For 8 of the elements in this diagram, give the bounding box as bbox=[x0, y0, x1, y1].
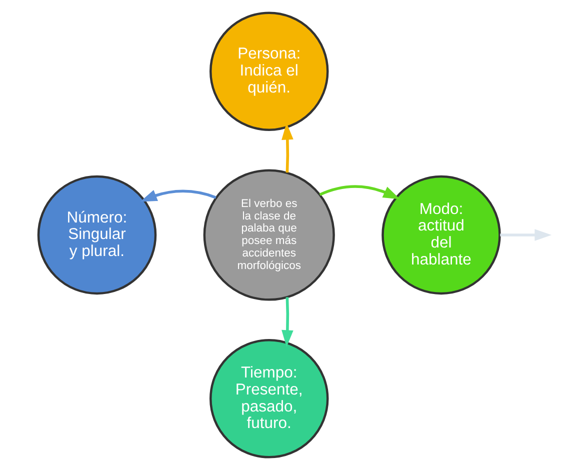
arrow bbox=[319, 185, 400, 200]
node-circle: Tiempo: Presente, pasado, futuro. bbox=[210, 339, 329, 458]
arrow bbox=[500, 229, 552, 241]
node-circle: El verbo es la clase de palaba que posee más accidentes morfológicos bbox=[203, 169, 335, 301]
arrow bbox=[140, 190, 216, 202]
node-circle: Persona: Indica el quién. bbox=[210, 12, 329, 131]
arrow bbox=[282, 122, 294, 173]
arrow bbox=[282, 297, 294, 348]
